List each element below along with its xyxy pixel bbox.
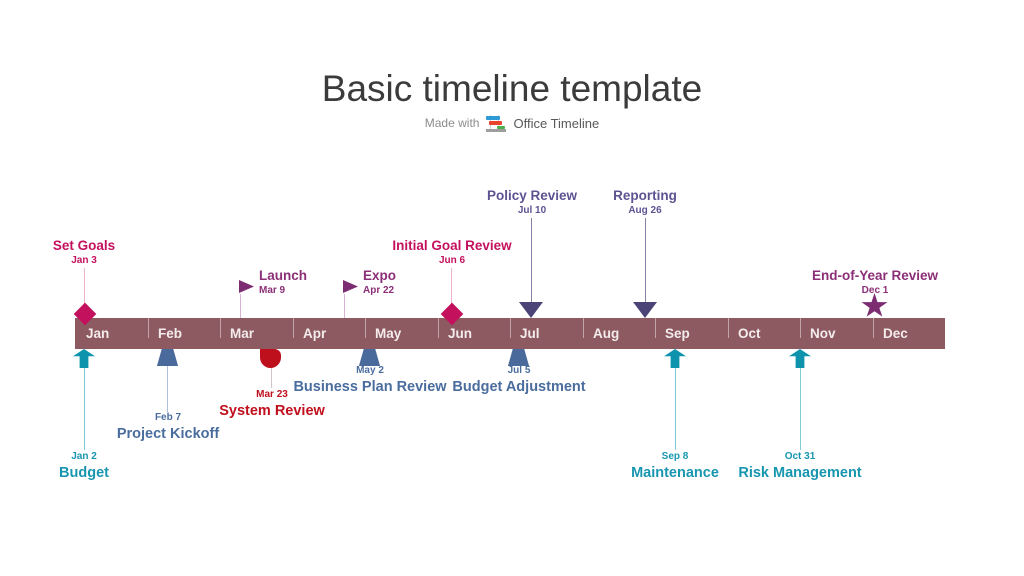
month-label-jan: Jan [86, 326, 110, 341]
month-tick [437, 318, 439, 338]
milestone-date: Jul 5 [507, 365, 531, 376]
milestone-date: Feb 7 [154, 412, 182, 423]
arrow-down-icon [633, 302, 657, 318]
milestone-title: Reporting [613, 188, 677, 203]
milestone-title: Initial Goal Review [392, 238, 512, 253]
milestone-date: Jan 2 [71, 451, 97, 462]
trapezoid-icon [156, 349, 179, 366]
month-label-feb: Feb [158, 326, 183, 341]
connector-line [451, 268, 452, 306]
milestone-title: End-of-Year Review [811, 268, 939, 283]
leaf-marker-icon [260, 349, 281, 368]
month-tick [872, 318, 874, 338]
milestone-label-block: Initial Goal Review Jun 6 [372, 238, 532, 267]
connector-line [84, 268, 85, 306]
arrow-up-icon [664, 349, 686, 368]
arrow-up-icon [73, 349, 95, 368]
connector-line [800, 368, 801, 450]
connector-line [240, 294, 241, 318]
milestone-label-block: Oct 31 Risk Management [720, 451, 880, 481]
milestone-date: Aug 26 [628, 205, 662, 216]
connector-line [167, 366, 168, 412]
month-label-may: May [375, 326, 402, 341]
milestone-date: Jul 10 [517, 205, 547, 216]
trapezoid-icon [507, 349, 530, 366]
month-label-sep: Sep [665, 326, 690, 341]
month-label-dec: Dec [883, 326, 908, 341]
month-tick [727, 318, 729, 338]
arrow-up-icon [789, 349, 811, 368]
milestone-title: Budget Adjustment [452, 379, 586, 395]
milestone-date: Oct 31 [784, 451, 816, 462]
timeline-bar: Jan Feb Mar Apr May Jun Jul Aug Sep Oct … [75, 318, 945, 349]
month-tick [220, 318, 221, 338]
month-tick [147, 318, 149, 338]
milestone-date: Sep 8 [661, 451, 689, 462]
milestone-label-block: Sep 8 Maintenance [605, 451, 745, 481]
connector-line [344, 294, 345, 318]
milestone-label-block: Feb 7 Project Kickoff [98, 412, 238, 442]
month-tick [800, 318, 801, 338]
milestone-label-block: Jan 2 Budget [24, 451, 144, 481]
milestone-date: Apr 22 [363, 285, 395, 296]
milestone-title: Expo [363, 268, 397, 283]
milestone-title: Risk Management [738, 465, 862, 481]
connector-line [271, 368, 272, 388]
milestone-label-block: Expo Apr 22 [363, 268, 463, 297]
office-timeline-logo-icon [486, 114, 507, 132]
month-label-jul: Jul [520, 326, 540, 341]
connector-line [675, 368, 676, 450]
milestone-label-block: End-of-Year Review Dec 1 [795, 268, 955, 297]
page-title: Basic timeline template [321, 68, 703, 109]
made-with-label: Made with [424, 116, 480, 130]
month-label-nov: Nov [810, 326, 836, 341]
arrow-down-icon [519, 302, 543, 318]
milestone-title: Budget [59, 465, 109, 481]
milestone-date: Mar 9 [259, 285, 286, 296]
month-label-aug: Aug [593, 326, 620, 341]
month-label-apr: Apr [303, 326, 327, 341]
milestone-title: Launch [259, 268, 308, 283]
milestone-title: Policy Review [486, 188, 578, 203]
month-tick [365, 318, 366, 338]
milestone-label-block: Policy Review Jul 10 [457, 188, 607, 217]
connector-line [531, 218, 532, 304]
milestone-date: Jun 6 [438, 255, 466, 266]
milestone-date: Mar 23 [256, 389, 288, 400]
month-label-jun: Jun [448, 326, 473, 341]
subtitle: Made with Office Timeline [0, 113, 1024, 133]
connector-line [645, 218, 646, 304]
milestone-label-block: Mar 23 System Review [202, 389, 342, 419]
month-tick [292, 318, 294, 338]
month-tick [582, 318, 584, 338]
milestone-title: Project Kickoff [116, 426, 220, 442]
month-tick [510, 318, 511, 338]
milestone-title: Maintenance [631, 465, 719, 481]
month-label-oct: Oct [738, 326, 761, 341]
milestone-date: May 2 [356, 365, 384, 376]
trapezoid-icon [358, 349, 381, 366]
milestone-date: Dec 1 [861, 285, 889, 296]
brand-label: Office Timeline [513, 115, 600, 131]
milestone-title: System Review [219, 403, 325, 419]
milestone-label-block: Launch Mar 9 [259, 268, 359, 297]
connector-line [84, 368, 85, 450]
milestone-label-block: Jul 5 Budget Adjustment [439, 365, 599, 395]
milestone-label-block: Reporting Aug 26 [570, 188, 720, 217]
month-label-mar: Mar [230, 326, 255, 341]
milestone-title: Set Goals [52, 238, 116, 253]
milestone-date: Jan 3 [71, 255, 97, 266]
month-tick [655, 318, 656, 338]
milestone-title: Business Plan Review [293, 379, 447, 395]
milestone-label-block: Set Goals Jan 3 [24, 238, 144, 267]
flag-icon [239, 280, 254, 293]
milestone-label-block: May 2 Business Plan Review [290, 365, 450, 395]
